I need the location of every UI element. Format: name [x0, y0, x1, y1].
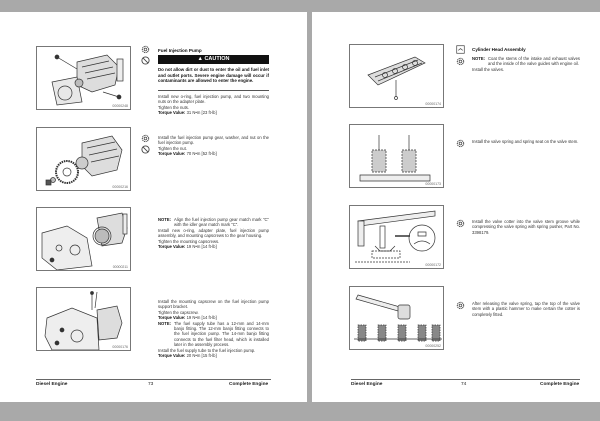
- torque-label: Torque Value:: [158, 151, 186, 157]
- pump-assembly-illustration: [41, 212, 128, 270]
- note: NOTE:The fuel supply tube has a 12-mm an…: [158, 321, 269, 348]
- torque-value: 70 N•m [52 ft-lb]: [186, 151, 217, 157]
- figure-valve-cotter: 00000172: [349, 205, 444, 269]
- note: NOTE:Align the fuel injection pump gear …: [158, 217, 269, 228]
- note-label: NOTE:: [158, 320, 172, 326]
- gear-icon: [456, 301, 465, 310]
- note: NOTE:Coat the stems of the intake and ex…: [472, 56, 580, 67]
- instruction-block: Install new o-ring, fuel injection pump,…: [158, 94, 269, 116]
- figure-fuel-pump-gear: 00000216: [36, 127, 131, 191]
- note-text: Align the fuel injection pump gear match…: [174, 217, 269, 228]
- instruction-text: Install the valve cotter into the valve …: [472, 219, 580, 235]
- section-title: Fuel Injection Pump: [158, 48, 202, 53]
- instruction-block: NOTE:Coat the stems of the intake and ex…: [472, 56, 580, 72]
- figure-pump-assembly: 00000211: [36, 207, 131, 271]
- divider: [158, 90, 269, 91]
- torque-value: 31 N•m [23 ft-lb]: [186, 110, 217, 116]
- instruction-text: Install the mounting capscrew on the fue…: [158, 299, 269, 310]
- figure-plastic-hammer: 00000252: [349, 286, 444, 350]
- caution-label: CAUTION: [204, 56, 230, 62]
- instruction-text: Install the fuel supply tube to the fuel…: [158, 347, 256, 353]
- figure-id: 00000173: [425, 182, 441, 186]
- torque-line: Torque Value: 19 N•m [14 ft-lb]: [158, 315, 269, 320]
- figure-valve-spring: 00000173: [349, 124, 444, 188]
- cylinder-head-illustration: [367, 56, 426, 100]
- figure-id: 00000216: [112, 185, 128, 189]
- footer-right: Complete Engine: [540, 382, 580, 387]
- footer-left: Diesel Engine: [351, 382, 383, 387]
- warning-triangle-icon: ▲: [197, 56, 203, 62]
- gear-icon: [141, 134, 150, 143]
- torque-line: Torque Value: 20 N•m [15 ft-lb]: [158, 353, 269, 358]
- figure-support-bracket: 00000176: [36, 287, 131, 351]
- document-page-right: 00000174 Cylinder Head Assembly NOTE:Coa…: [312, 12, 600, 402]
- instruction-text: Install new o-ring, adapter plate, fuel …: [158, 227, 269, 239]
- torque-value: 20 N•m [15 ft-lb]: [186, 353, 217, 359]
- plastic-hammer-illustration: [354, 294, 442, 342]
- fuel-injection-pump-illustration: [51, 54, 124, 106]
- instruction-step: Tighten the capscrew.: [158, 309, 199, 315]
- instruction-text: After releasing the valve spring, tap th…: [472, 301, 580, 317]
- caution-banner: ▲ CAUTION: [158, 55, 269, 64]
- page-number: 74: [461, 382, 467, 387]
- page-number: 73: [148, 382, 154, 387]
- torque-value: 19 N•m [14 ft-lb]: [186, 244, 217, 250]
- instruction-block: Install the fuel injection pump gear, wa…: [158, 135, 269, 157]
- torque-line: Torque Value: 31 N•m [23 ft-lb]: [158, 110, 269, 115]
- figure-id: 00000174: [425, 102, 441, 106]
- instruction-step: Tighten the nut.: [158, 145, 187, 151]
- footer-rule: [36, 379, 271, 380]
- gear-icon: [141, 45, 150, 54]
- instruction-block: Install the mounting capscrew on the fue…: [158, 299, 269, 358]
- support-bracket-illustration: [44, 291, 123, 350]
- footer-rule: [351, 379, 580, 380]
- note-label: NOTE:: [158, 217, 172, 222]
- instruction-text: Install the fuel injection pump gear, wa…: [158, 135, 269, 146]
- torque-label: Torque Value:: [158, 110, 186, 116]
- footer-right: Complete Engine: [229, 382, 269, 387]
- torque-label: Torque Value:: [158, 244, 186, 250]
- torque-line: Torque Value: 70 N•m [52 ft-lb]: [158, 151, 269, 156]
- instruction-step: Tighten the nuts.: [158, 104, 190, 110]
- instruction-step: Tighten the mounting capscrews.: [158, 238, 220, 244]
- note-text: Coat the stems of the intake and exhaust…: [488, 56, 580, 67]
- instruction-text: Install new o-ring, fuel injection pump,…: [158, 94, 269, 105]
- valve-cotter-illustration: [355, 210, 436, 263]
- torque-label: Torque Value:: [158, 315, 186, 321]
- caution-text: Do not allow dirt or dust to enter the o…: [158, 67, 269, 83]
- section-title: Cylinder Head Assembly: [472, 47, 526, 52]
- figure-cylinder-head: 00000174: [349, 44, 444, 108]
- prohibited-icon: [141, 145, 150, 154]
- prohibited-icon: [141, 56, 150, 65]
- valve-spring-illustration: [359, 135, 431, 182]
- figure-id: 00000172: [425, 263, 441, 267]
- document-page-left: 00000248 Fuel Injection Pump ▲ CAUTION D…: [0, 12, 307, 402]
- gear-icon: [456, 219, 465, 228]
- note-label: NOTE:: [472, 56, 486, 61]
- figure-id: 00000211: [112, 265, 128, 269]
- note-text: The fuel supply tube has a 12-mm and 14-…: [174, 320, 269, 348]
- gear-icon: [456, 139, 465, 148]
- torque-value: 19 N•m [14 ft-lb]: [186, 315, 217, 321]
- figure-id: 00000248: [112, 104, 128, 108]
- instruction-text: Install the valve spring and spring seat…: [472, 139, 579, 144]
- torque-label: Torque Value:: [158, 353, 186, 359]
- footer-left: Diesel Engine: [36, 382, 68, 387]
- tool-icon: [456, 45, 465, 54]
- instruction-text: Install the valves.: [472, 66, 505, 72]
- figure-fuel-pump-1: 00000248: [36, 46, 131, 110]
- instruction-block: NOTE:Align the fuel injection pump gear …: [158, 217, 269, 249]
- pump-gear-illustration: [45, 135, 123, 186]
- figure-id: 00000252: [425, 344, 441, 348]
- torque-line: Torque Value: 19 N•m [14 ft-lb]: [158, 244, 269, 249]
- gear-icon: [456, 57, 465, 66]
- figure-id: 00000176: [112, 345, 128, 349]
